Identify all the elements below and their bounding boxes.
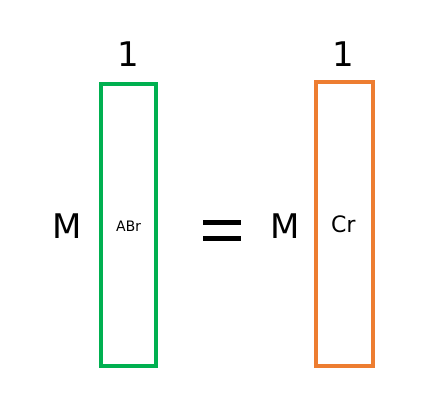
right-column-count: 1: [332, 35, 354, 75]
right-matrix-box: [314, 80, 375, 368]
left-matrix-name: ABr: [116, 219, 141, 235]
left-matrix-box: [99, 82, 158, 368]
equals-bar-top: [203, 220, 241, 225]
right-row-count: M: [270, 207, 300, 247]
left-row-count: M: [52, 207, 82, 247]
right-matrix-name: Cr: [331, 213, 356, 238]
left-column-count: 1: [117, 35, 139, 75]
equals-bar-bottom: [203, 236, 241, 241]
